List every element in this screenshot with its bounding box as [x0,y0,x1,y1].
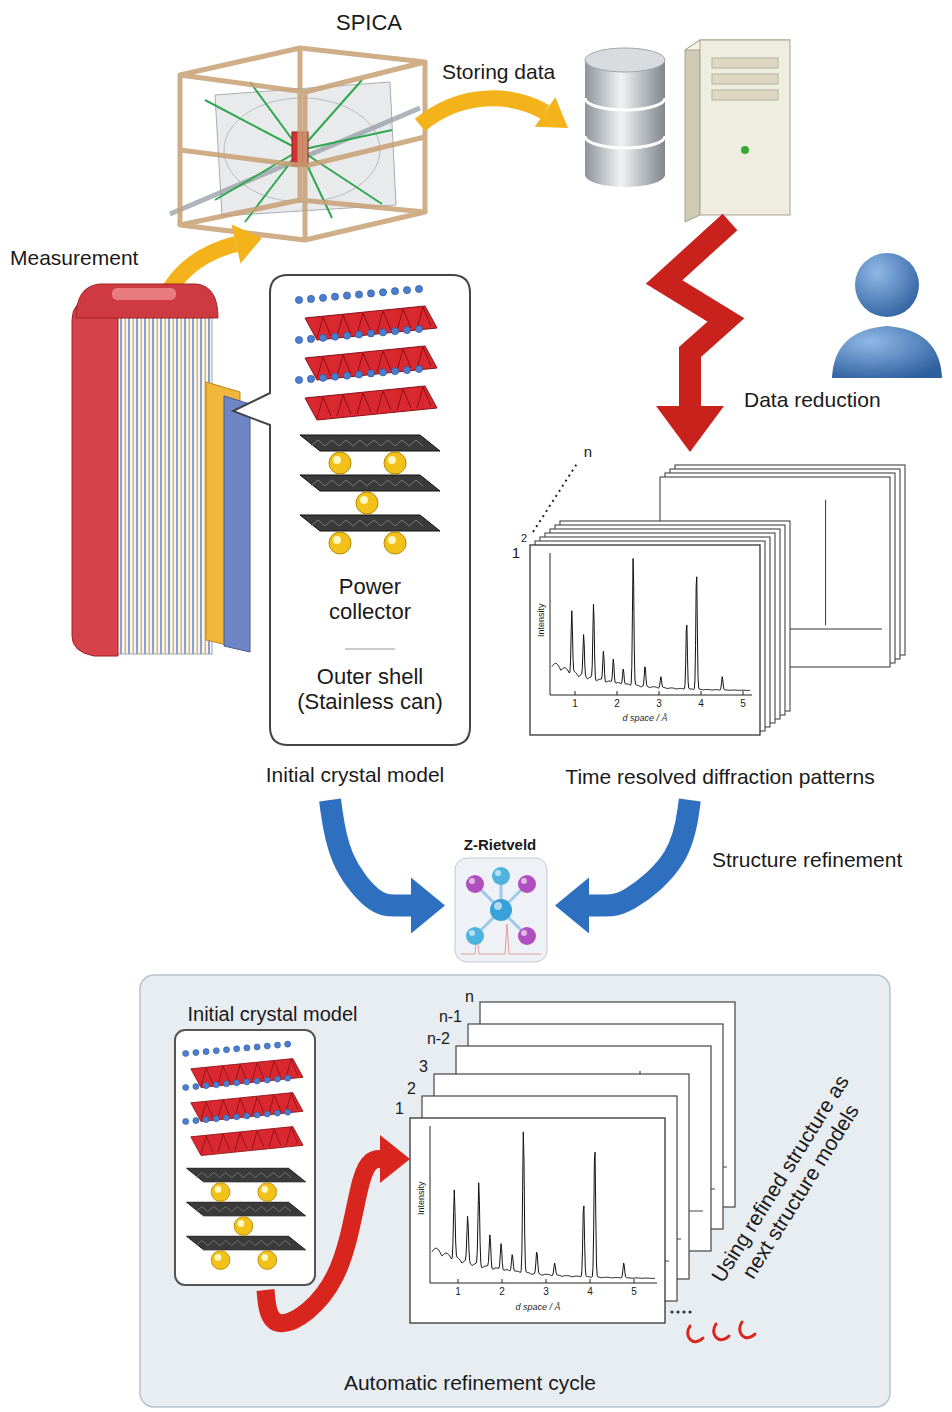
text-slot: Time resolved diffraction patterns [515,765,925,789]
software-icon: Z-Rietveld [445,832,555,968]
arrow-shaft [330,800,414,905]
text-slot: Z-Rietveld [445,836,555,853]
callout-bubble: Power collectorOuter shell (Stainless ca… [225,275,485,800]
label-slot: n [578,443,598,460]
tick-label: 2 [609,698,625,710]
label-slot: 1 [508,544,524,561]
text-slot: 4 [693,698,709,710]
arrow-shaft [586,800,690,905]
component-name: Power collector [310,575,430,624]
sequence-number: 2 [376,1080,416,1098]
box-heading: Time resolved diffraction patterns [515,765,925,789]
text-slot: 2 [494,1286,510,1298]
tick-label: 2 [494,1286,510,1298]
box-heading: Initial crystal model [155,1003,390,1026]
text-slot: Initial crystal model [225,763,485,787]
tick-label: 4 [582,1286,598,1298]
battery-cell [72,284,250,656]
sequence-number: 3 [388,1058,428,1076]
text-slot: d space / Å [488,1302,588,1312]
sequence-number: n [578,443,598,460]
callout-bubble-shape [225,275,485,800]
step-label: Storing data [442,60,592,84]
text-slot: 5 [735,698,751,710]
axis-title: Intensity [536,590,546,650]
axis-title: Intensity [416,1168,426,1228]
sequence-number: n [434,988,474,1006]
step-label: Measurement [10,246,160,270]
arrow-head [555,877,589,933]
label-slot: 1 [364,1100,404,1118]
label-slot: 3 [388,1058,428,1076]
component-name: Outer shell (Stainless can) [275,665,465,714]
label-slot: 2 [518,532,530,545]
label-slot: SPICA [336,10,426,35]
text-slot: 1 [567,698,583,710]
text-slot: 4 [582,1286,598,1298]
software-name: Z-Rietveld [445,836,555,853]
box-heading: Initial crystal model [225,763,485,787]
crystal-model-box-shape [155,1000,390,1290]
label-slot: Structure refinement [712,848,942,872]
step-label: Data reduction [744,388,914,412]
data-reduction-arrow [656,222,730,452]
text-slot: 5 [626,1286,642,1298]
neutron-diffractometer [170,48,425,240]
label-slot: Measurement [10,246,160,270]
label-slot: n-1 [422,1008,462,1026]
arrow-head [411,877,445,933]
axis-title: d space / Å [595,713,695,723]
flow-arrow [330,800,445,933]
text-slot: Intensity [536,590,546,650]
tick-label: 5 [626,1286,642,1298]
database-symbol [585,48,665,187]
diffraction-pattern: Intensity 1 2 3 4 5 d space / Å [410,1118,665,1323]
diffraction-pattern-stack: Intensity12345d space / ÅTime resolved d… [505,440,925,800]
sequence-number: 1 [508,544,524,561]
user-icon [832,253,942,378]
instrument-name: SPICA [336,10,426,35]
tick-label: 1 [567,698,583,710]
text-slot: 1 [450,1286,466,1298]
label-slot: 2 [376,1080,416,1098]
tick-label: 4 [693,698,709,710]
step-label: Structure refinement [712,848,942,872]
text-slot: Power collector [310,575,430,624]
tick-label: 3 [651,698,667,710]
sequence-number: 2 [518,532,530,545]
sequence-number: n-2 [410,1030,450,1048]
storing-arrow [420,97,568,128]
label-slot: Data reduction [744,388,914,412]
text-slot: 3 [538,1286,554,1298]
server-symbol [685,40,790,222]
diffraction-pattern-stack-shape [505,440,925,800]
diffraction-pattern-shape [410,1118,665,1323]
tick-label: 5 [735,698,751,710]
text-slot: Automatic refinement cycle [330,1371,610,1395]
flow-arrow [555,800,690,933]
label-slot: n [434,988,474,1006]
arrow-head [380,1135,410,1183]
cycle-hooks [688,1322,755,1342]
text-slot: 3 [651,698,667,710]
continuation-dots [670,1310,691,1313]
text-slot: 2 [609,698,625,710]
label-slot: Storing data [442,60,592,84]
tick-label: 1 [450,1286,466,1298]
text-slot: d space / Å [595,713,695,723]
panel-title: Automatic refinement cycle [330,1371,610,1395]
text-slot: Intensity [416,1168,426,1228]
text-slot: Outer shell (Stainless can) [275,665,465,714]
axis-title: d space / Å [488,1302,588,1312]
text-slot: Initial crystal model [155,1003,390,1026]
tick-label: 3 [538,1286,554,1298]
panel-ground [140,975,890,1407]
sequence-number: 1 [364,1100,404,1118]
label-slot: n-2 [410,1030,450,1048]
crystal-model-box: Initial crystal model [155,1000,390,1290]
sequence-number: n-1 [422,1008,462,1026]
